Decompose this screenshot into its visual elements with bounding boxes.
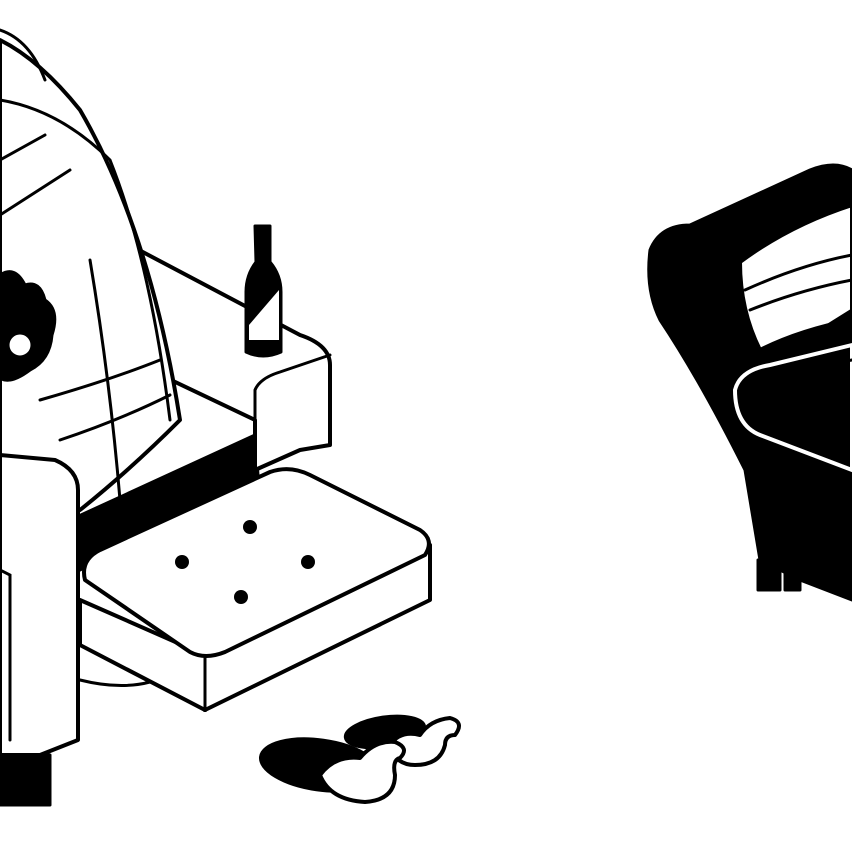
blanket-stripe-1: [0, 133, 47, 162]
recliner-arm: [732, 342, 852, 473]
left-arm-panel: [0, 568, 12, 742]
slipper-bunny-back: [388, 716, 461, 767]
footrest-top: [82, 467, 431, 658]
recliner-arm-highlight: [743, 358, 852, 397]
slippers: [258, 714, 461, 804]
recliner-leg: [756, 558, 782, 592]
blanket-dome: [0, 38, 182, 542]
blanket-stripe-4: [58, 393, 172, 442]
recliner-leg: [783, 568, 802, 592]
recliner-pillow: [737, 202, 852, 353]
footrest-button: [301, 555, 315, 569]
chair-leg: [0, 753, 52, 807]
recliner-wing-line: [670, 246, 732, 362]
right-recliner: [647, 163, 852, 602]
hood-edge: [0, 28, 47, 82]
blanket-stripe-3: [38, 358, 162, 402]
chair-left-arm: [0, 453, 80, 757]
blanket-seam: [88, 258, 122, 502]
blanket-stripe-2: [0, 168, 72, 217]
cloud-swirl: [6, 331, 34, 359]
footrest-button: [234, 590, 248, 604]
chair-base-line: [78, 678, 152, 688]
arm-front-edge: [253, 353, 332, 422]
footrest-button: [175, 555, 189, 569]
pillow-stripe: [748, 278, 852, 312]
left-recliner: [0, 28, 332, 807]
pillow-stripe: [743, 253, 852, 292]
beer-bottle-icon: [244, 224, 283, 358]
footrest-button: [243, 520, 257, 534]
bottle-label: [249, 290, 279, 340]
recliner-wing-line: [683, 240, 747, 362]
footrest: [78, 467, 432, 712]
blanket-fold-line: [0, 98, 172, 422]
chair-right-arm: [118, 238, 332, 472]
slipper-bunny-front: [318, 739, 406, 804]
